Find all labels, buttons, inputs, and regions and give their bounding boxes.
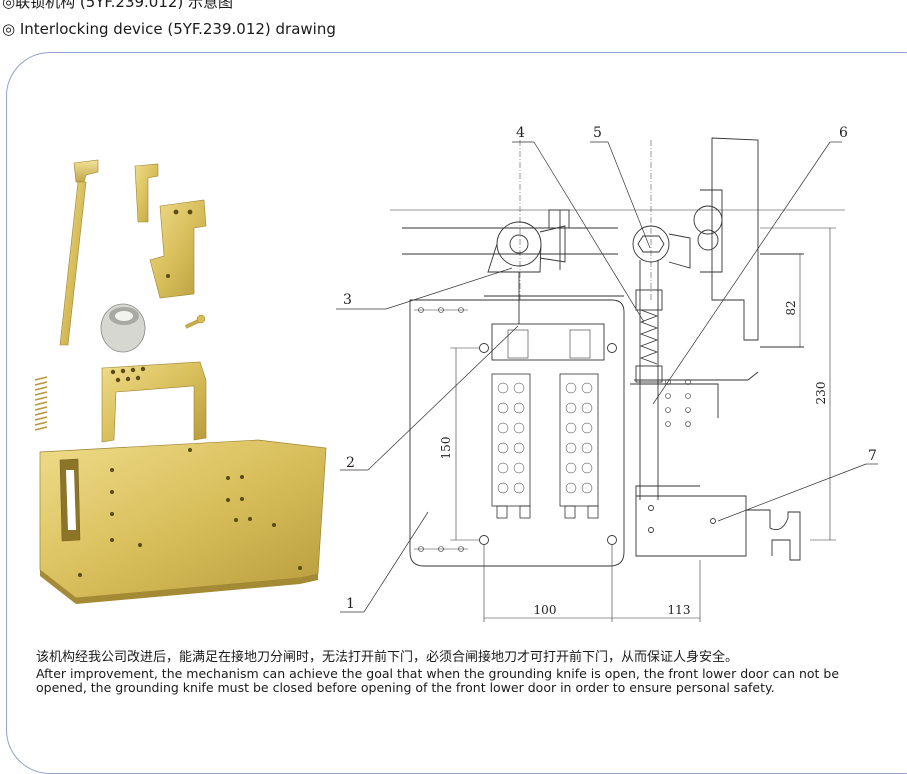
dimension-150: 150 <box>439 437 453 460</box>
callout-5: 5 <box>593 125 602 141</box>
dimension-113: 113 <box>668 603 691 617</box>
callout-4: 4 <box>516 125 525 141</box>
dimension-100: 100 <box>534 603 557 617</box>
parts-photo <box>34 159 327 604</box>
technical-drawing <box>336 137 878 622</box>
callout-3: 3 <box>343 292 352 308</box>
title-english: ◎ Interlocking device (5YF.239.012) draw… <box>2 20 336 38</box>
description-english-line1: After improvement, the mechanism can ach… <box>36 666 840 681</box>
callout-6: 6 <box>839 125 848 141</box>
dimension-230: 230 <box>814 382 828 405</box>
dimension-82: 82 <box>784 300 798 315</box>
title-chinese: ◎联锁机构 (5YF.239.012) 示意图 <box>2 0 234 11</box>
interlock-illustration: 3 2 1 4 5 6 7 82 230 150 100 113 <box>34 125 878 622</box>
callout-1: 1 <box>346 596 355 612</box>
callout-2: 2 <box>346 455 355 471</box>
callout-7: 7 <box>868 448 877 464</box>
description-english-line2: opened, the grounding knife must be clos… <box>36 680 775 695</box>
description-chinese: 该机构经我公司改进后，能满足在接地刀分闸时，无法打开前下门，必须合闸接地刀才可打… <box>36 650 739 665</box>
